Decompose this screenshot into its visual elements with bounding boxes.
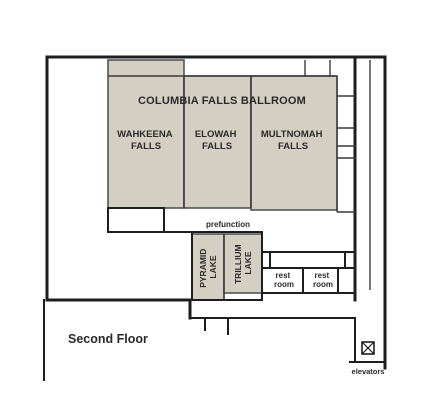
corridor-walls	[43, 207, 386, 381]
prefunction-label: prefunction	[206, 220, 250, 229]
outer-walls	[45, 55, 387, 370]
restroom-block	[261, 251, 356, 294]
room-label-multnomah-falls: MULTNOMAH FALLS	[261, 129, 325, 152]
room-elowah-falls[interactable]	[183, 75, 252, 209]
elevator-icon[interactable]	[361, 341, 375, 355]
restroom-label-2: rest room	[313, 271, 333, 289]
room-label-elowah-falls: ELOWAH FALLS	[195, 129, 239, 152]
floor-label: Second Floor	[68, 332, 148, 346]
room-wahkeena-falls[interactable]	[107, 59, 185, 209]
room-dividers	[108, 75, 337, 300]
room-label-wahkeena-falls: WAHKEENA FALLS	[117, 129, 175, 152]
restroom-label-1: rest room	[274, 271, 294, 289]
elevators-label: elevators	[352, 367, 385, 376]
room-label-trillium-lake: TRILLIUM LAKE	[233, 242, 253, 284]
ballroom-title: COLUMBIA FALLS BALLROOM	[138, 95, 306, 107]
room-trillium-lake[interactable]	[223, 233, 263, 294]
right-side-partitions	[304, 60, 371, 290]
room-label-pyramid-lake: PYRAMID LAKE	[198, 246, 218, 288]
